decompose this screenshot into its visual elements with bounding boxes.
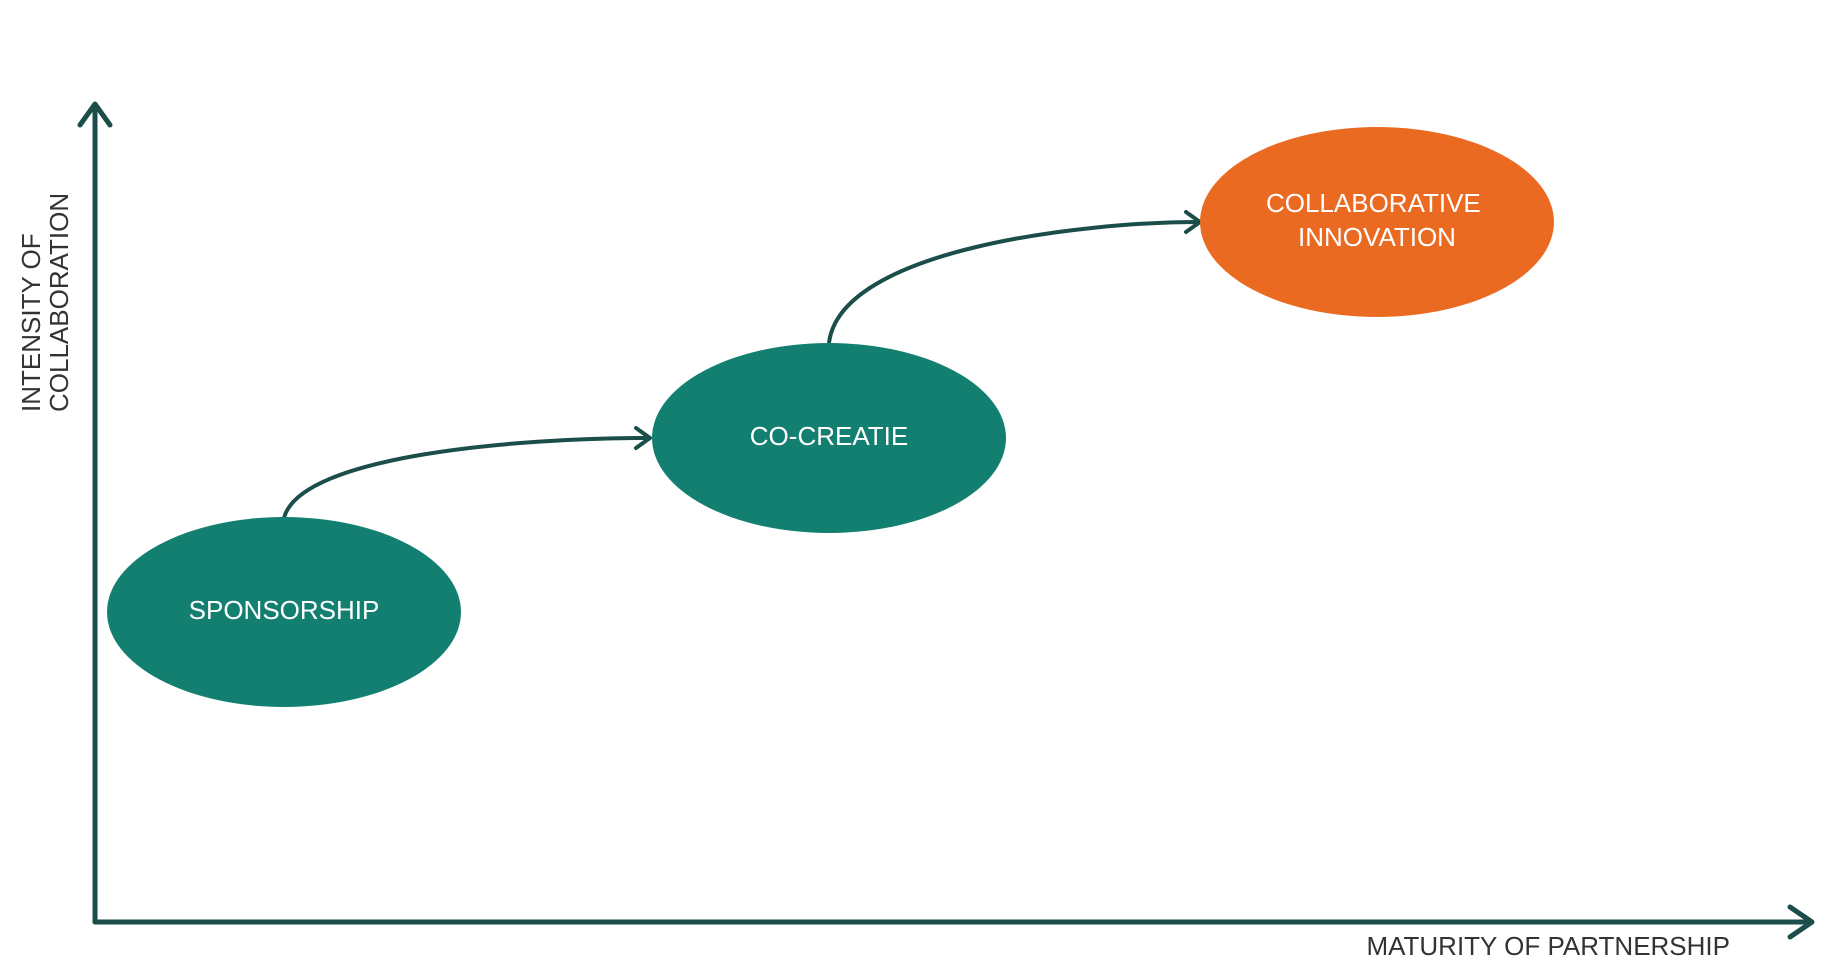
edge-sponsorship-to-co-creatie xyxy=(282,436,649,519)
edge-co-creatie-to-collaborative-innovation xyxy=(827,220,1201,344)
node-co-creatie: CO-CREATIE xyxy=(652,343,1006,533)
x-axis-arrowhead xyxy=(1787,904,1815,940)
node-collaborative-innovation-label-line-1: COLLABORATIVE xyxy=(1266,188,1481,218)
node-collaborative-innovation: COLLABORATIVE INNOVATION xyxy=(1200,127,1554,317)
y-axis-arrowhead xyxy=(77,101,113,128)
node-sponsorship-label-line-1: SPONSORSHIP xyxy=(189,595,380,625)
y-axis-label-line-2: COLLABORATION xyxy=(44,193,74,412)
x-axis-label: MATURITY OF PARTNERSHIP xyxy=(1366,931,1730,961)
node-collaborative-innovation-shape xyxy=(1200,127,1554,317)
node-collaborative-innovation-label-line-2: INNOVATION xyxy=(1298,222,1456,252)
node-sponsorship-label: SPONSORSHIP xyxy=(189,595,380,625)
node-sponsorship: SPONSORSHIP xyxy=(107,517,461,707)
node-sponsorship-shape xyxy=(107,517,461,707)
node-collaborative-innovation-label: COLLABORATIVE INNOVATION xyxy=(1266,188,1488,252)
edge-arrowhead-1 xyxy=(634,426,652,450)
node-co-creatie-label-line-1: CO-CREATIE xyxy=(750,421,908,451)
node-co-creatie-label: CO-CREATIE xyxy=(750,421,908,451)
y-axis-label-line-1: INTENSITY OF xyxy=(16,233,46,412)
node-co-creatie-shape xyxy=(652,343,1006,533)
y-axis-label: INTENSITY OF COLLABORATION xyxy=(16,193,74,412)
